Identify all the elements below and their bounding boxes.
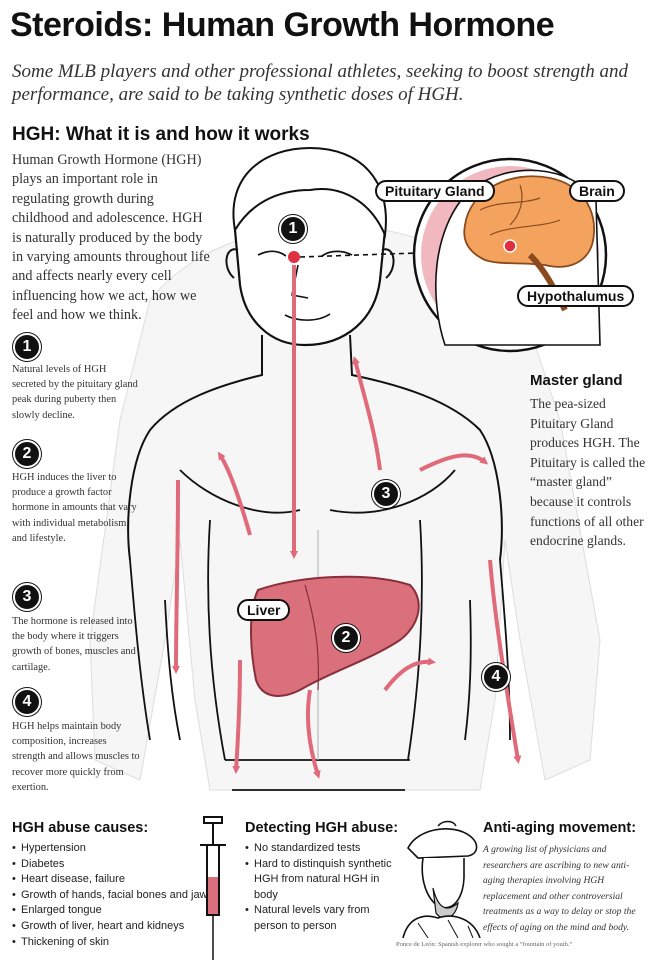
hair: [232, 146, 387, 239]
arrow-lower-right: [383, 657, 436, 692]
body-step-2-badge: 2: [332, 624, 360, 652]
pituitary-gland-mark: [503, 239, 517, 253]
list-item: Hard to distinquish synthetic HGH from n…: [245, 857, 405, 904]
portrait-caption: Ponce de León: Spanish explorer who soug…: [396, 941, 573, 948]
list-item: Growth of liver, heart and kidneys: [12, 919, 242, 935]
detecting-list: No standardized tests Hard to distinquis…: [245, 841, 405, 935]
list-item: Thickening of skin: [12, 935, 242, 951]
liver-label: Liver: [237, 599, 291, 621]
abuse-heading: HGH abuse causes:: [12, 820, 149, 836]
page-title: Steroids: Human Growth Hormone: [10, 6, 555, 44]
list-item: Hypertension: [12, 841, 242, 857]
step-4-badge: 4: [13, 688, 41, 716]
step-1-text: Natural levels of HGH secreted by the pi…: [12, 364, 138, 421]
step-3-badge: 3: [13, 583, 41, 611]
pituitary-label: Pituitary Gland: [375, 180, 495, 202]
arrow-lower-mid: [306, 689, 321, 779]
arrow-chest-left: [217, 451, 252, 536]
list-item: Heart disease, failure: [12, 872, 242, 888]
list-item: No standardized tests: [245, 841, 405, 857]
ponce-de-leon-portrait: [402, 820, 481, 938]
list-item: Growth of hands, facial bones and jaw: [12, 888, 242, 904]
list-item: Enlarged tongue: [12, 903, 242, 919]
page-subtitle: Some MLB players and other professional …: [12, 61, 629, 105]
arrow-chest-up: [352, 356, 382, 471]
step-2-text: HGH induces the liver to produce a growt…: [12, 472, 137, 544]
body-step-1-badge: 1: [279, 215, 307, 243]
section-heading: HGH: What it is and how it works: [12, 124, 310, 145]
neck-shoulders: [127, 334, 503, 561]
arrow-left-arm: [172, 479, 181, 674]
body-step-3-badge: 3: [372, 480, 400, 508]
hypothalamus-label: Hypothalumus: [517, 285, 635, 307]
list-item: Diabetes: [12, 857, 242, 873]
step-1-badge: 1: [13, 333, 41, 361]
step-4-text: HGH helps maintain body composition, inc…: [12, 721, 140, 793]
brain-label: Brain: [569, 180, 625, 202]
pituitary-dot: [286, 249, 302, 265]
arrow-right-arm: [488, 559, 522, 764]
body-step-4-badge: 4: [482, 663, 510, 691]
list-item: Natural levels vary from person to perso…: [245, 903, 405, 934]
detecting-heading: Detecting HGH abuse:: [245, 820, 399, 836]
arrow-lower-left: [232, 659, 242, 774]
anti-aging-heading: Anti-aging movement:: [483, 820, 637, 836]
step-2-badge: 2: [13, 440, 41, 468]
brain-shape: [463, 175, 595, 268]
step-3-text: The hormone is released into the body wh…: [12, 616, 136, 673]
intro-text: Human Growth Hormone (HGH) plays an impo…: [12, 152, 210, 324]
syringe-icon: [200, 816, 226, 960]
anti-aging-text: A growing list of physicians and researc…: [483, 844, 636, 933]
master-gland-title: Master gland: [530, 372, 623, 389]
master-gland-text: The pea-sized Pituitary Gland produces H…: [530, 396, 646, 549]
abuse-list: Hypertension Diabetes Heart disease, fai…: [12, 841, 242, 950]
arrow-right-shoulder: [419, 453, 489, 472]
